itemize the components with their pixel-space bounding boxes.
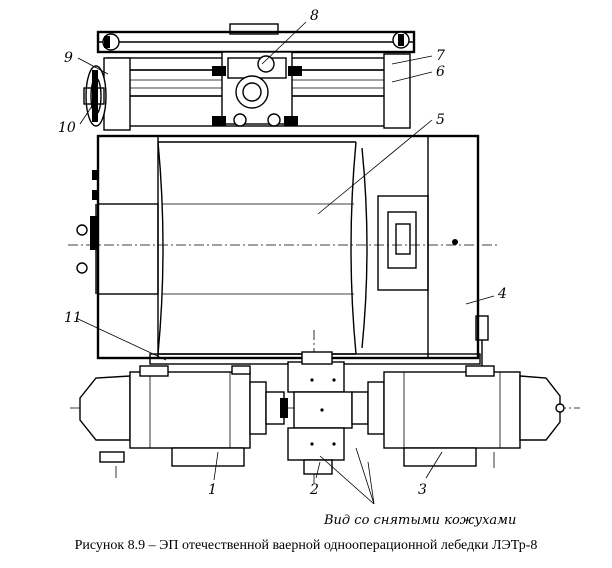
handwheel-10 xyxy=(83,65,107,127)
label-1: 1 xyxy=(208,482,217,498)
figure-caption: Рисунок 8.9 – ЭП отечественной ваерной о… xyxy=(74,538,538,553)
label-11: 11 xyxy=(64,310,82,326)
right-fitting xyxy=(475,315,489,370)
drum-5 xyxy=(157,141,368,355)
motor-1 xyxy=(79,365,285,478)
gearbox-2 xyxy=(280,351,369,475)
motor-3 xyxy=(367,365,565,468)
label-7: 7 xyxy=(436,48,445,64)
winch-housing xyxy=(95,134,480,360)
winch-drawing: 9 10 8 7 6 5 4 11 1 2 3 Вид со снятыми к… xyxy=(58,8,580,528)
label-5: 5 xyxy=(436,112,445,128)
left-fittings xyxy=(76,170,98,274)
carriage-8 xyxy=(212,51,302,127)
label-9: 9 xyxy=(64,50,73,66)
label-10: 10 xyxy=(58,120,76,136)
top-frame xyxy=(96,23,416,54)
label-6: 6 xyxy=(436,64,445,80)
label-2: 2 xyxy=(309,482,319,498)
leader-lines xyxy=(75,21,495,505)
label-8: 8 xyxy=(310,8,319,24)
label-4: 4 xyxy=(497,286,507,302)
label-3: 3 xyxy=(418,482,427,498)
view-note: Вид со снятыми кожухами xyxy=(323,513,516,528)
